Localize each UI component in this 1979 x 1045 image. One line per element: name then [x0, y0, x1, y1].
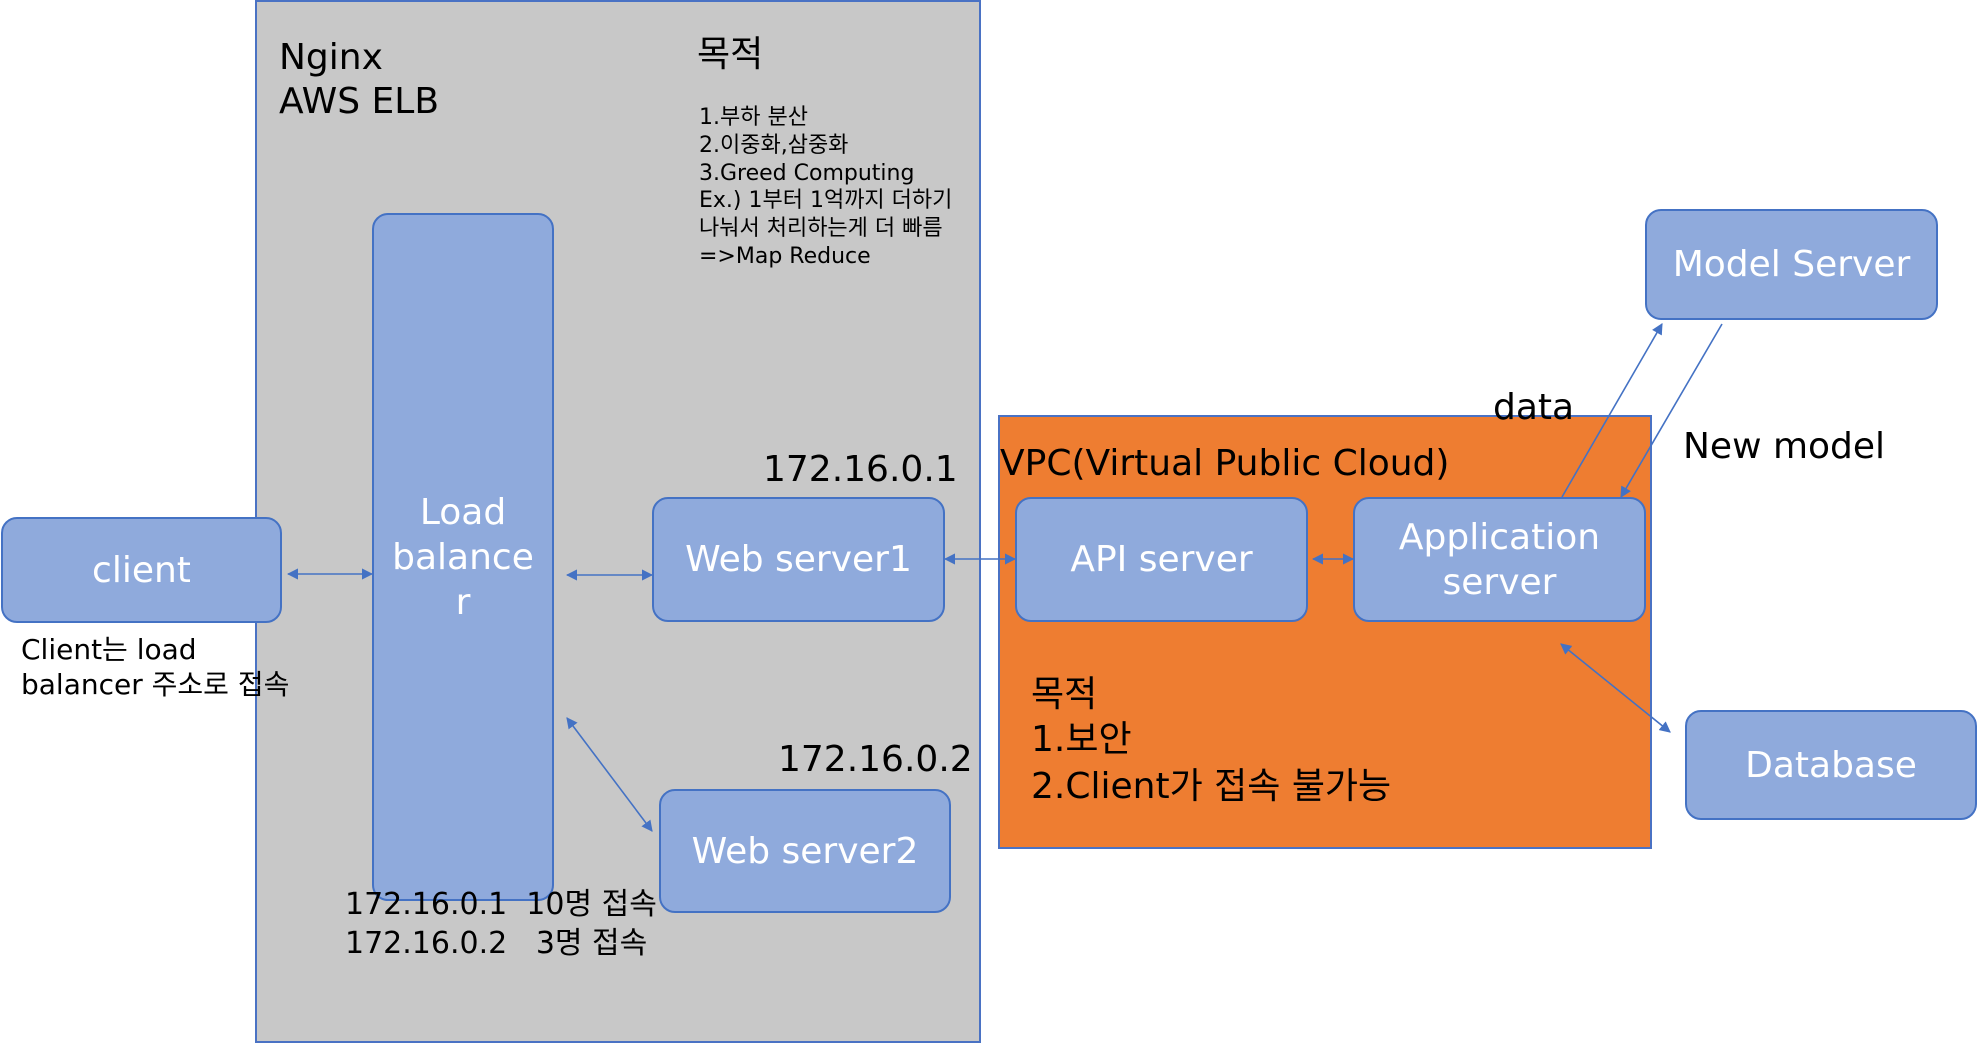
application-server-label-2: server — [1442, 561, 1557, 603]
lb-purpose-line-2: 2.이중화,삼중화 — [699, 133, 849, 158]
lb-purpose-line-5: 나눠서 처리하는게 더 빠름 — [699, 216, 943, 241]
api-server-node: API server — [1015, 497, 1308, 622]
vpc-panel — [998, 415, 1652, 849]
application-server-label-1: Application — [1398, 516, 1601, 558]
vpc-purpose-title: 목적 — [1031, 674, 1098, 715]
lb-purpose-line-1: 1.부하 분산 — [699, 105, 808, 130]
application-server-node: Application server — [1353, 497, 1646, 622]
new-model-flow-label: New model — [1683, 426, 1886, 467]
database-node: Database — [1685, 710, 1977, 820]
model-server-node: Model Server — [1645, 209, 1938, 320]
nginx-title: Nginx — [279, 37, 383, 78]
client-note-line-2: balancer 주소로 접속 — [21, 668, 290, 701]
load-balancer-node: Load balance r — [372, 213, 554, 901]
web-server1-ip: 172.16.0.1 — [763, 449, 958, 490]
vpc-purpose-line-1: 1.보안 — [1031, 719, 1132, 760]
load-balancer-label-1: Load — [419, 491, 507, 533]
database-label: Database — [1745, 744, 1917, 786]
api-server-label: API server — [1070, 539, 1253, 580]
aws-elb-title: AWS ELB — [279, 81, 440, 122]
web-server1-label: Web server1 — [685, 539, 912, 580]
data-flow-label: data — [1493, 387, 1575, 428]
arrow-model-application-new-model — [1620, 323, 1723, 498]
lb-purpose-line-3: 3.Greed Computing — [699, 161, 915, 186]
client-label: client — [92, 549, 191, 591]
web-server2-node: Web server2 — [659, 789, 951, 913]
client-note-line-1: Client는 load — [21, 633, 197, 666]
connections-line-2: 172.16.0.2 3명 접속 — [345, 926, 648, 961]
client-node: client — [1, 517, 282, 623]
web-server1-node: Web server1 — [652, 497, 945, 622]
model-server-label: Model Server — [1672, 244, 1911, 285]
arrow-application-model-data — [1561, 323, 1663, 498]
web-server2-ip: 172.16.0.2 — [778, 739, 973, 780]
vpc-title: VPC(Virtual Public Cloud) — [1000, 443, 1450, 484]
load-balancer-label-3: r — [455, 581, 471, 623]
arrow-application-database — [1560, 643, 1671, 733]
connections-line-1: 172.16.0.1 10명 접속 — [345, 887, 657, 922]
lb-purpose-line-6: =>Map Reduce — [699, 244, 871, 269]
vpc-purpose-line-2: 2.Client가 접속 불가능 — [1031, 766, 1392, 807]
arrow-loadbalancer-web2 — [566, 717, 653, 832]
lb-purpose-title: 목적 — [697, 34, 764, 75]
web-server2-label: Web server2 — [691, 830, 919, 872]
lb-purpose-line-4: Ex.) 1부터 1억까지 더하기 — [699, 188, 953, 213]
load-balancer-label-2: balance — [392, 536, 534, 578]
